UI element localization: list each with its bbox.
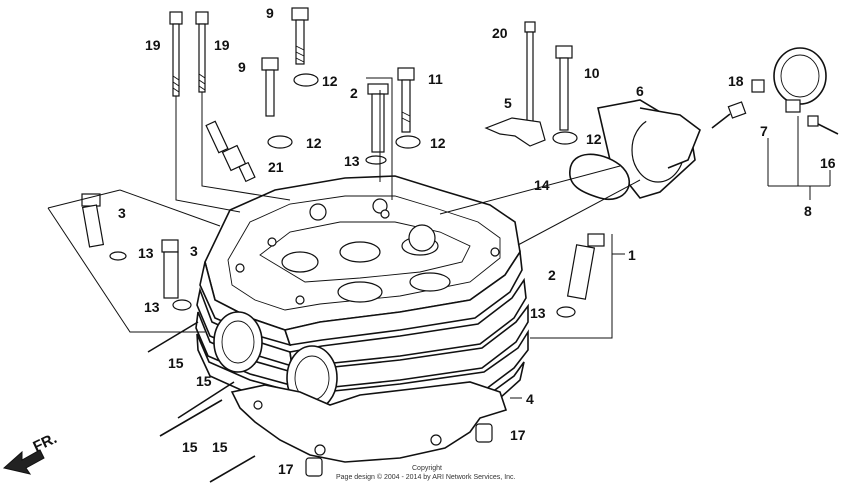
tensioner-3-lower xyxy=(161,239,179,299)
oring-13-left-a xyxy=(109,251,127,261)
callout-19-left: 19 xyxy=(145,37,161,53)
gasket-14 xyxy=(569,153,631,201)
tensioner-3-upper xyxy=(81,193,105,248)
bolt-19-left xyxy=(169,11,183,97)
stud-15-c xyxy=(159,399,223,437)
callout-7: 7 xyxy=(760,123,768,139)
washer-12-d xyxy=(552,131,578,145)
oring-13-right xyxy=(556,306,576,318)
dowel-17-right xyxy=(475,423,493,443)
clamp-band xyxy=(773,47,827,113)
callout-10: 10 xyxy=(584,65,600,81)
callout-17-right: 17 xyxy=(510,427,526,443)
callout-4: 4 xyxy=(526,391,534,407)
leader-lines xyxy=(47,77,831,399)
callout-3-upper: 3 xyxy=(118,205,126,221)
oring-13-left-b xyxy=(172,299,192,311)
callout-12-b: 12 xyxy=(306,135,322,151)
stud-15-d xyxy=(209,455,256,483)
callout-1: 1 xyxy=(628,247,636,263)
callout-16: 16 xyxy=(820,155,836,171)
callout-15-c: 15 xyxy=(182,439,198,455)
spark-plug-21 xyxy=(205,120,256,183)
callout-9-lower: 9 xyxy=(238,59,246,75)
callout-2-top: 2 xyxy=(350,85,358,101)
dowel-2-top xyxy=(367,83,389,153)
callout-21: 21 xyxy=(268,159,284,175)
callout-12-a: 12 xyxy=(322,73,338,89)
callout-17-bottom: 17 xyxy=(278,461,294,477)
callout-14: 14 xyxy=(534,177,550,193)
callout-19-right: 19 xyxy=(214,37,230,53)
callout-15-b: 15 xyxy=(196,373,212,389)
bolt-18 xyxy=(711,101,747,129)
callout-13-left-a: 13 xyxy=(138,245,154,261)
bolt-11 xyxy=(397,67,415,133)
front-label: FR. xyxy=(31,430,60,456)
callout-2-right: 2 xyxy=(548,267,556,283)
nut-7 xyxy=(751,79,765,93)
stud-15-a xyxy=(147,321,199,353)
callout-15-a: 15 xyxy=(168,355,184,371)
oring-13-top xyxy=(365,155,387,165)
washer-12-a xyxy=(293,73,319,87)
tensioner-2-right xyxy=(566,233,605,300)
dowel-17-bottom xyxy=(305,457,323,477)
callout-11: 11 xyxy=(428,71,443,87)
callout-18: 18 xyxy=(728,73,744,89)
callout-5: 5 xyxy=(504,95,512,111)
callout-6: 6 xyxy=(636,83,644,99)
callout-13-right: 13 xyxy=(530,305,546,321)
callout-15-d: 15 xyxy=(212,439,228,455)
callout-8: 8 xyxy=(804,203,812,219)
bolt-9-lower xyxy=(261,57,279,117)
stud-15-b xyxy=(177,381,235,419)
bolt-9-top xyxy=(291,7,309,65)
callout-12-c: 12 xyxy=(430,135,446,151)
copyright-line-2: Page design © 2004 - 2014 by ARI Network… xyxy=(336,473,516,481)
callout-13-top: 13 xyxy=(344,153,360,169)
bolt-10 xyxy=(555,45,573,131)
bolt-19-right xyxy=(195,11,209,93)
callout-12-d: 12 xyxy=(586,131,602,147)
bracket-5 xyxy=(484,117,546,147)
screw-16 xyxy=(807,115,839,135)
washer-12-c xyxy=(395,135,421,149)
cylinder-head xyxy=(195,175,529,463)
callout-13-left-b: 13 xyxy=(144,299,160,315)
copyright-line-1: Copyright xyxy=(412,465,442,472)
callout-9-top: 9 xyxy=(266,5,274,21)
washer-12-b xyxy=(267,135,293,149)
callout-3-lower: 3 xyxy=(190,243,198,259)
front-direction-arrow: FR. xyxy=(2,430,60,475)
callout-20: 20 xyxy=(492,25,508,41)
